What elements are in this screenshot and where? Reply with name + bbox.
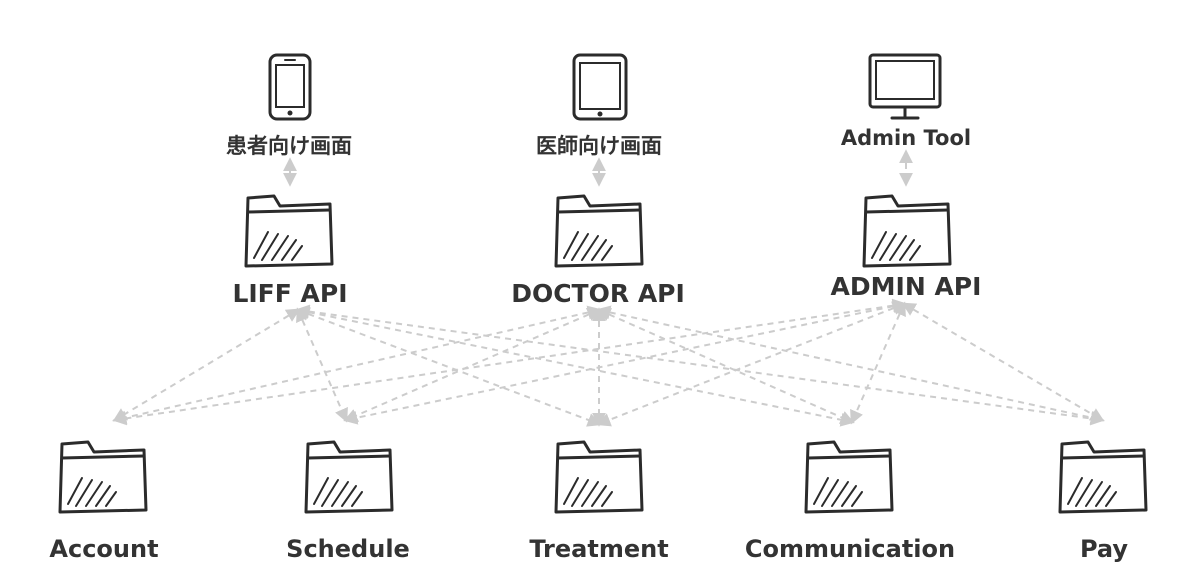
module-label-communication: Communication [745, 535, 955, 563]
api-module-connector [112, 308, 301, 422]
api-module-connector [901, 302, 1105, 422]
folder-icon [1058, 440, 1148, 514]
api-label-doctor: DOCTOR API [511, 279, 685, 308]
monitor-icon [868, 53, 942, 120]
folder-icon [804, 440, 894, 514]
api-module-connector [296, 307, 348, 423]
client-label-admin: Admin Tool [841, 126, 971, 150]
tablet-icon [572, 53, 628, 121]
api-label-liff: LIFF API [232, 279, 347, 308]
api-module-connector [343, 299, 907, 425]
module-label-account: Account [49, 535, 158, 563]
api-label-admin: ADMIN API [831, 272, 982, 301]
connection-lines [112, 149, 1105, 427]
api-module-connector [295, 304, 1105, 426]
api-module-connector [295, 305, 855, 427]
folder-icon [554, 194, 644, 268]
folder-icon [554, 440, 644, 514]
client-label-patient: 患者向け画面 [226, 134, 352, 158]
api-module-connector [112, 305, 602, 425]
folder-icon [244, 194, 334, 268]
smartphone-icon [268, 53, 312, 121]
api-module-connector [596, 308, 855, 424]
api-module-connector [295, 307, 602, 427]
module-label-schedule: Schedule [286, 535, 410, 563]
api-module-connector [596, 305, 1105, 425]
api-module-connector [343, 308, 602, 422]
module-label-treatment: Treatment [529, 535, 668, 563]
client-label-doctor: 医師向け画面 [536, 134, 662, 158]
folder-icon [862, 194, 952, 268]
module-label-pay: Pay [1080, 535, 1128, 563]
folder-icon [58, 440, 148, 514]
api-module-connector [112, 298, 907, 426]
folder-icon [304, 440, 394, 514]
